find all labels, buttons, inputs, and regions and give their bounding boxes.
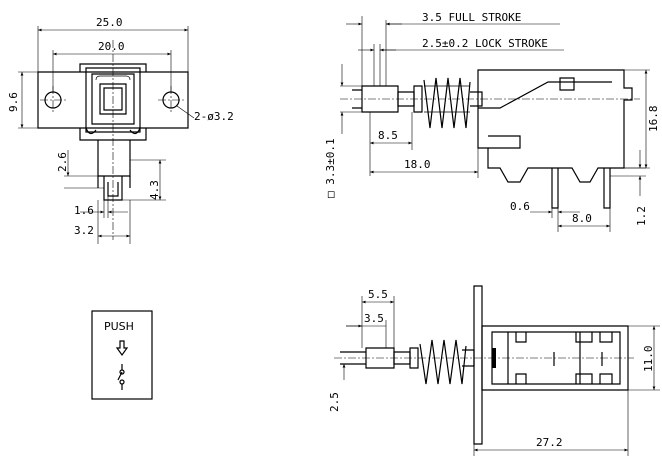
front-actuator — [99, 83, 127, 115]
dim-holes: 2-ø3.2 — [194, 110, 234, 123]
push-label: PUSH — [104, 320, 134, 333]
side-spring — [423, 77, 471, 129]
dim-full-stroke: 3.5 FULL STROKE — [422, 11, 521, 24]
dim-5-5: 5.5 — [368, 288, 388, 301]
dim-3-5: 3.5 — [364, 312, 384, 325]
side-view: 3.5 FULL STROKE 2.5±0.2 LOCK STROKE □ 3.… — [324, 11, 660, 232]
switch-contact-icon — [117, 364, 125, 390]
dim-pin-width: 1.6 — [74, 204, 94, 217]
push-arrow-icon — [115, 340, 129, 357]
front-flange — [37, 71, 189, 129]
dim-shaft-8-5: 8.5 — [378, 129, 398, 142]
dim-pin-length: 2.6 — [56, 152, 69, 172]
dim-overall-width: 25.0 — [96, 16, 123, 29]
bottom-view: 5.5 3.5 2.5 11.0 27.2 — [328, 285, 660, 456]
front-view: 25.0 20.0 9.6 2-ø3.2 2.6 4.3 1.6 — [7, 16, 234, 244]
dim-lock-stroke: 2.5±0.2 LOCK STROKE — [422, 37, 548, 50]
dim-length-27-2: 27.2 — [536, 436, 563, 449]
dim-hole-pitch: 20.0 — [98, 40, 125, 53]
front-inner-frame — [85, 67, 141, 133]
dim-width-11: 11.0 — [642, 346, 655, 373]
dim-pin-spacing: 3.2 — [74, 224, 94, 237]
dim-shaft-square: □ 3.3±0.1 — [324, 138, 337, 198]
push-symbol-box: PUSH — [91, 310, 153, 400]
dim-terminal-height: 4.3 — [148, 180, 161, 200]
dim-pin-pitch: 8.0 — [572, 212, 592, 225]
side-housing — [477, 69, 633, 183]
side-pin-right — [603, 168, 611, 209]
front-stem — [97, 140, 131, 177]
bottom-flange — [473, 285, 483, 445]
dim-flange-height: 9.6 — [7, 92, 20, 112]
dim-2-5: 2.5 — [328, 392, 341, 412]
side-pin-left — [551, 168, 559, 209]
bottom-spring — [419, 339, 467, 385]
dim-shaft-18: 18.0 — [404, 158, 431, 171]
dim-pin-gap: 1.2 — [635, 206, 648, 226]
dim-pin-offset: 0.6 — [510, 200, 530, 213]
dim-body-height: 16.8 — [647, 106, 660, 133]
